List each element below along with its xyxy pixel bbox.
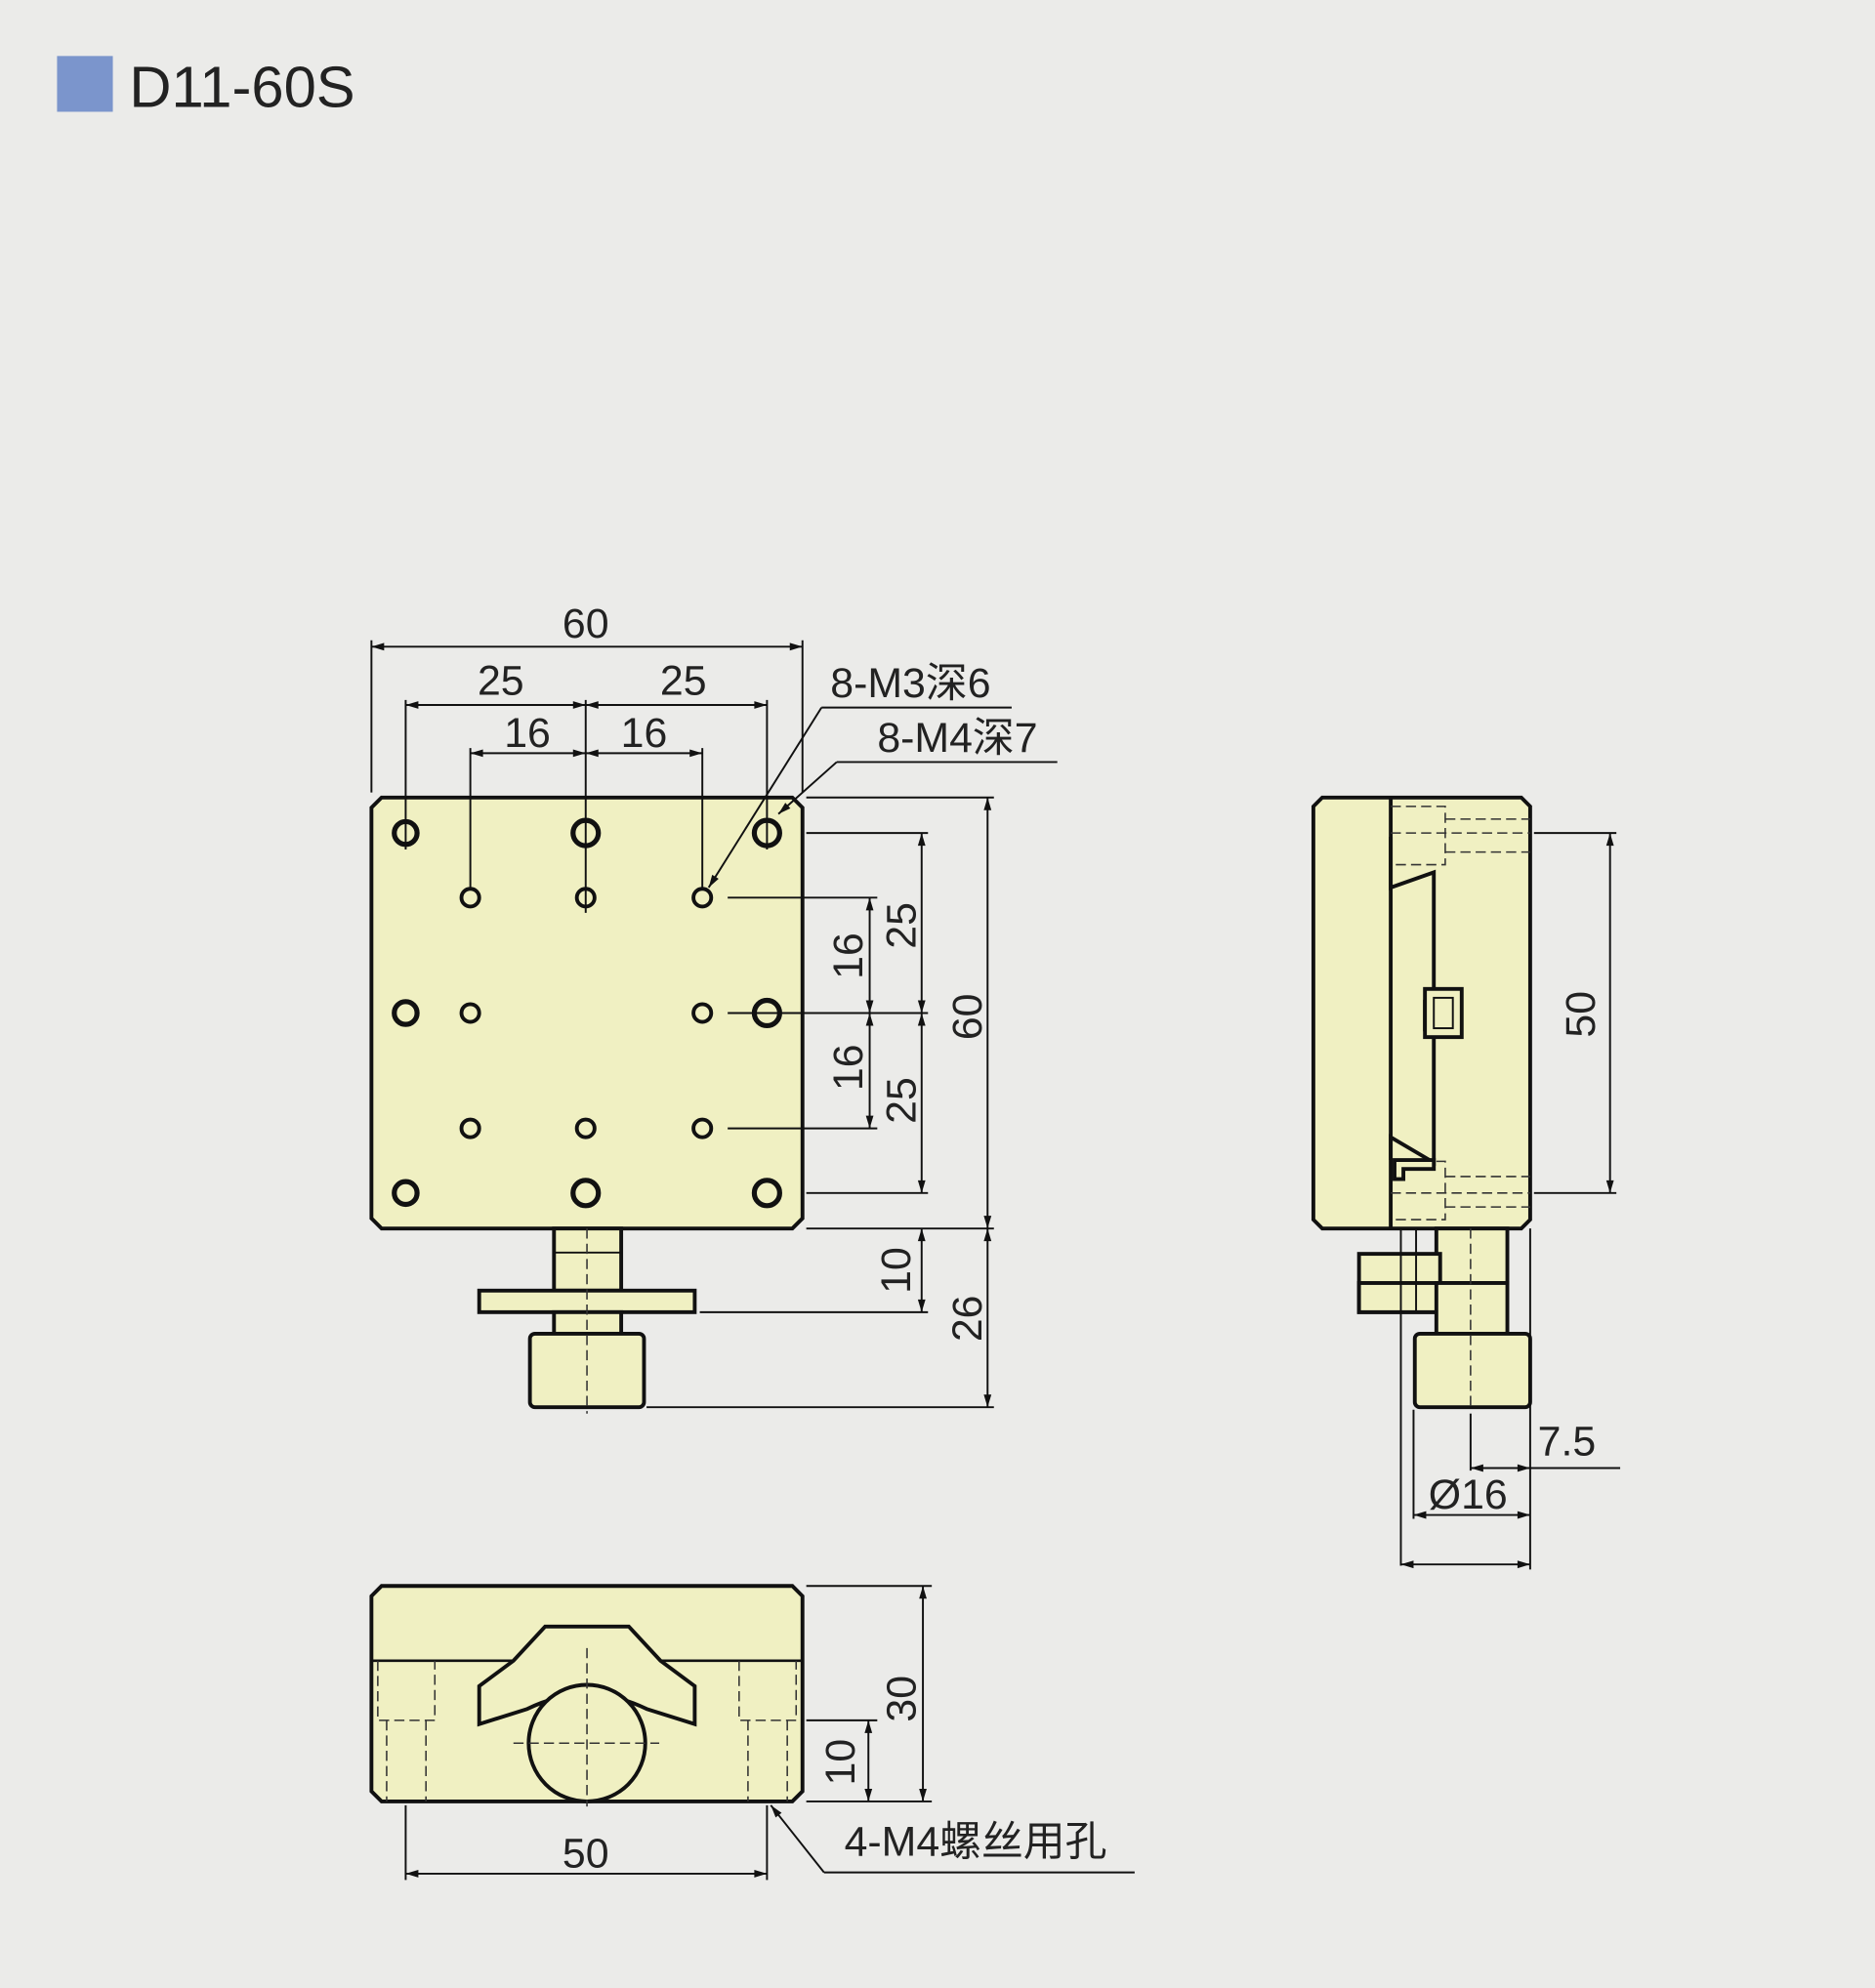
dim-front-base-height: 10 bbox=[817, 1739, 864, 1786]
side-view: 50 7.5 Ø16 bbox=[1311, 795, 1621, 1570]
dim-m3-pitch-upper: 16 bbox=[825, 932, 872, 979]
dim-side-hole-pitch: 50 bbox=[1558, 991, 1604, 1038]
dim-front-height: 30 bbox=[878, 1676, 925, 1722]
callout-mount-holes: 4-M4螺丝用孔 bbox=[845, 1819, 1107, 1866]
dim-m3-pitch-left: 16 bbox=[504, 710, 551, 757]
title-marker bbox=[57, 56, 113, 112]
dim-knob-offset: 7.5 bbox=[1538, 1419, 1597, 1466]
callout-m3-holes: 8-M3深6 bbox=[830, 660, 990, 707]
m3-holes bbox=[459, 887, 714, 1139]
dim-overall-height: 60 bbox=[944, 994, 991, 1041]
dim-m4-pitch-right: 25 bbox=[660, 658, 707, 705]
model-title: D11-60S bbox=[129, 54, 354, 119]
dim-overall-width: 60 bbox=[562, 601, 609, 647]
dim-front-hole-pitch: 50 bbox=[562, 1830, 609, 1877]
front-view: 30 10 50 4-M4螺丝用孔 bbox=[369, 1584, 1135, 1881]
dim-m4-pitch-lower: 25 bbox=[878, 1077, 925, 1124]
dim-m4-pitch-left: 25 bbox=[478, 658, 524, 705]
dim-knob-total: 26 bbox=[944, 1296, 991, 1343]
top-view: 60 25 25 16 16 25 25 16 16 60 10 26 8-M3… bbox=[369, 601, 1058, 1414]
dim-m3-pitch-right: 16 bbox=[621, 710, 668, 757]
dim-knob-flange: 10 bbox=[873, 1247, 920, 1294]
dim-m3-pitch-lower: 16 bbox=[825, 1044, 872, 1091]
dim-knob-diameter: Ø16 bbox=[1429, 1471, 1508, 1518]
dim-m4-pitch-upper: 25 bbox=[878, 902, 925, 949]
knob-assembly bbox=[477, 1226, 697, 1414]
callout-m4-holes: 8-M4深7 bbox=[877, 715, 1037, 762]
